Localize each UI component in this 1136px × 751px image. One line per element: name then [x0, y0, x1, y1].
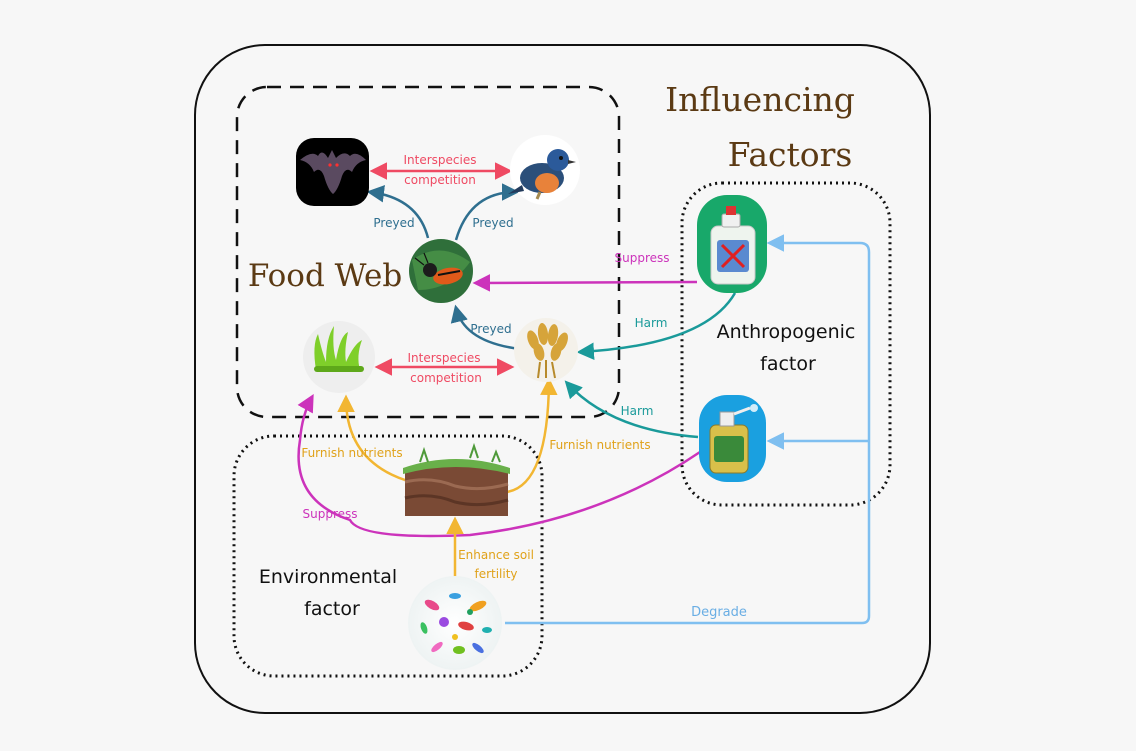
insect-icon	[409, 239, 473, 303]
preyed-arrow-bird	[454, 183, 520, 241]
influencing-factors-frame	[194, 44, 931, 714]
preyed-arrow-bat	[366, 185, 430, 239]
degrade-label: Degrade	[691, 605, 747, 620]
suppress-label-right: Suppress	[614, 251, 669, 265]
soil-icon	[403, 442, 510, 516]
anthropogenic-title-line2: factor	[760, 353, 816, 375]
furnish-arrow-right	[506, 377, 558, 494]
degrade-arrow	[505, 234, 871, 625]
furnish-arrow-left	[337, 394, 406, 482]
harm-label-bottom: Harm	[621, 404, 654, 418]
food-web-box	[235, 85, 621, 419]
environmental-title-line1: Environmental	[259, 566, 397, 588]
harm-arrow-top	[576, 292, 737, 360]
grass-icon	[303, 321, 375, 393]
preyed-label-right: Preyed	[472, 216, 513, 230]
competition-label-top-2: competition	[404, 173, 476, 187]
suppress-arrow-left	[297, 393, 701, 538]
furnish-label-left: Furnish nutrients	[301, 446, 402, 460]
influencing-title-line1: Influencing	[665, 80, 855, 119]
environmental-title-line2: factor	[304, 598, 360, 620]
preyed-label-left: Preyed	[373, 216, 414, 230]
influencing-title-line2: Factors	[728, 135, 853, 174]
anthropogenic-box	[680, 181, 892, 507]
harm-arrow-bottom	[564, 380, 699, 439]
competition-label-top-1: Interspecies	[404, 153, 477, 167]
competition-label-bottom-2: competition	[410, 371, 482, 385]
food-web-title: Food Web	[248, 258, 402, 294]
bat-icon	[296, 138, 369, 206]
enhance-label-1: Enhance soil	[458, 548, 534, 562]
herbicide-sprayer-icon	[699, 395, 766, 482]
suppress-label-left: Suppress	[302, 507, 357, 521]
harm-label-top: Harm	[635, 316, 668, 330]
furnish-label-right: Furnish nutrients	[549, 438, 650, 452]
preyed-label-bottom: Preyed	[470, 322, 511, 336]
microbes-icon	[408, 576, 502, 670]
competition-label-bottom-1: Interspecies	[408, 351, 481, 365]
wheat-icon	[514, 318, 578, 382]
pesticide-bottle-icon	[697, 195, 767, 293]
enhance-label-2: fertility	[474, 567, 517, 581]
suppress-arrow-right	[472, 274, 698, 292]
anthropogenic-title-line1: Anthropogenic	[717, 321, 856, 343]
environmental-box	[232, 434, 544, 678]
bird-icon	[508, 135, 580, 205]
